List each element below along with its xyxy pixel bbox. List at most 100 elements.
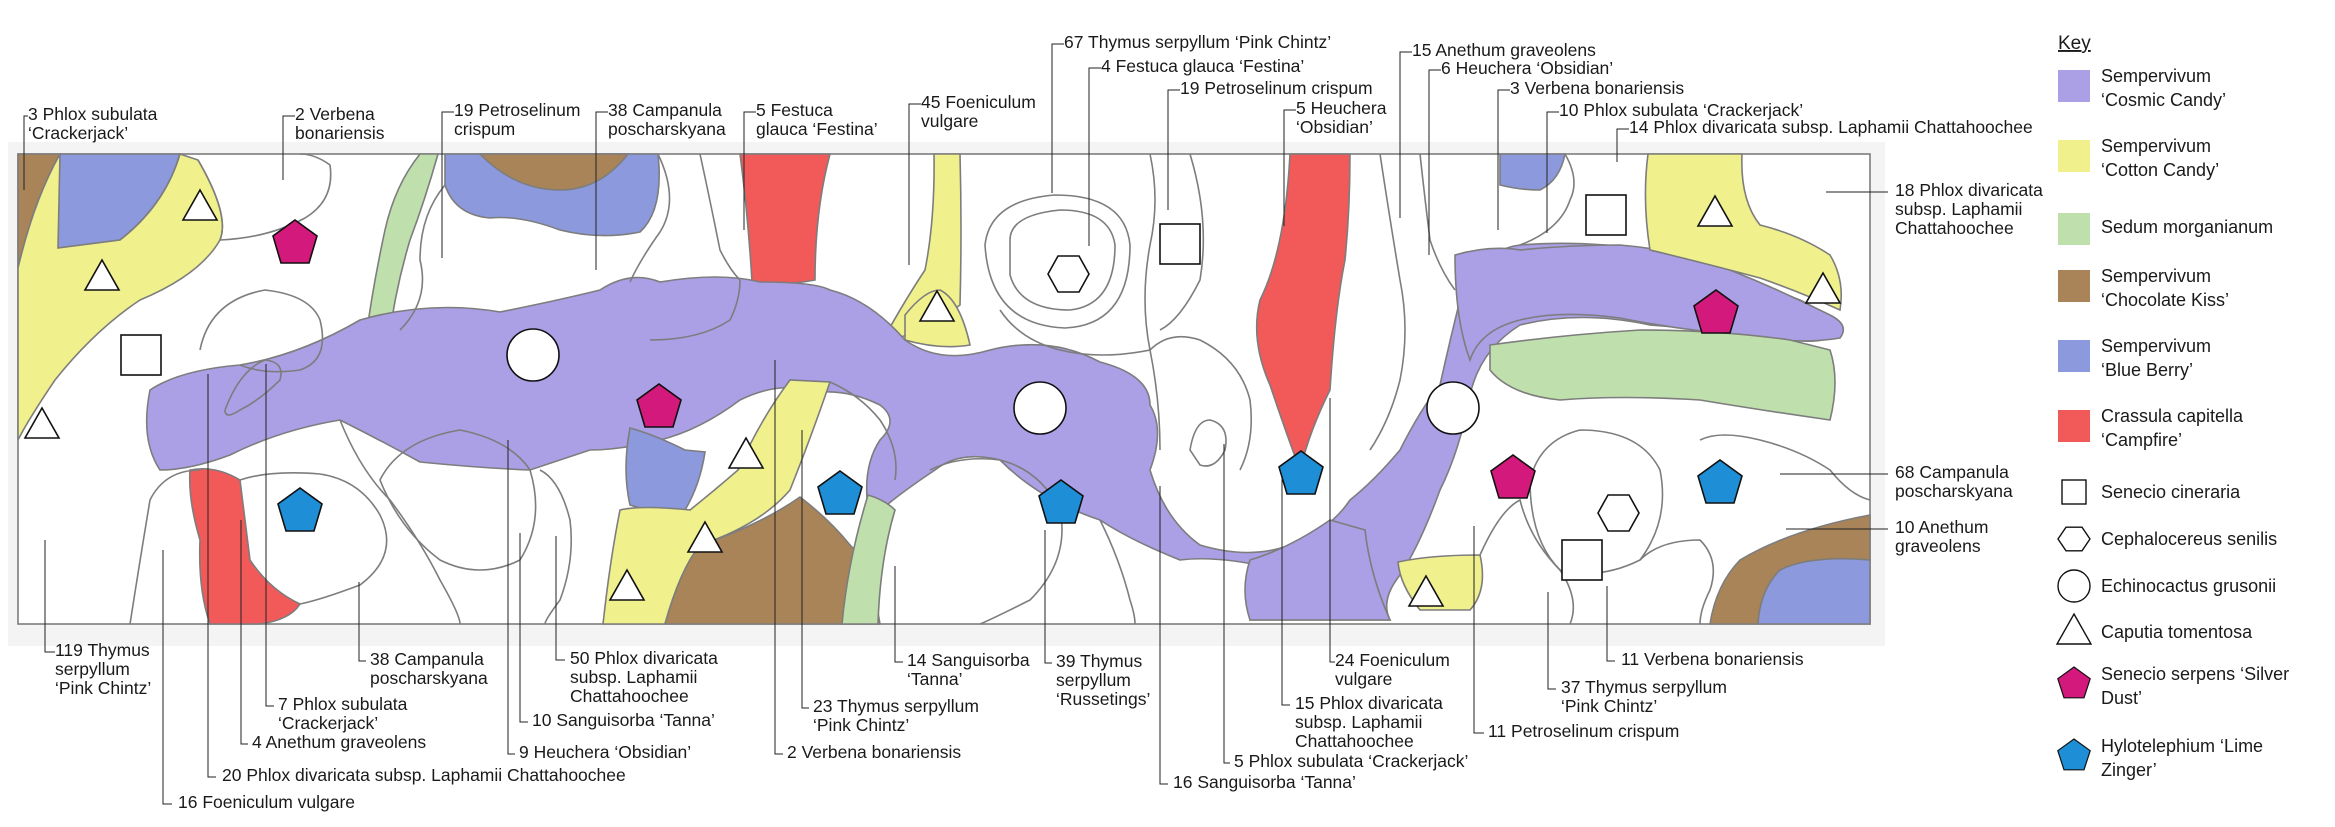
key-label: ‘Cotton Candy’ [2101,160,2219,180]
plant-label: 4 Festuca glauca ‘Festina’ [1101,56,1304,76]
leader-line [519,533,528,723]
key-swatch [2058,70,2090,102]
plant-label: subsp. Laphamii [570,667,697,687]
plant-label: 14 Sanguisorba [907,650,1030,670]
key-triangle-icon [2055,612,2093,645]
leader-line [23,115,28,190]
annotation-bottom: 4 Anethum graveolens [240,520,426,752]
annotation-top: 3 Verbena bonariensis [1497,78,1684,230]
region-outlines [129,153,1871,625]
leader-line [1044,530,1052,664]
plant-label: 3 Phlox subulata [28,104,158,124]
plant-label: 45 Foeniculum [921,92,1036,112]
leader-line [1283,109,1296,226]
plant-label: Chattahoochee [1295,731,1414,751]
outline-centre-ring-blob [984,194,1131,329]
plant-key: Key Sempervivum‘Cosmic Candy’Sempervivum… [2055,33,2289,780]
plant-label: ‘Obsidian’ [1296,117,1373,137]
plant-label: bonariensis [295,123,385,143]
key-label: Senecio cineraria [2101,482,2241,502]
key-label: Dust’ [2101,688,2142,708]
outline-upper-right-1 [1144,153,1161,451]
leader-line [1547,592,1556,690]
leader-line [1088,67,1101,246]
leader-line [44,540,55,653]
outline-upper-centre-curve [399,184,446,331]
plant-label: vulgare [1335,669,1392,689]
plant-label: 68 Campanula [1895,462,2009,482]
key-swatch [2058,213,2090,245]
key-pentagon-icon [2057,666,2091,699]
plant-label: 14 Phlox divaricata subsp. Laphamii Chat… [1629,117,2033,137]
plant-label: 24 Foeniculum [1335,650,1450,670]
plant-label: 11 Petroselinum crispum [1488,721,1679,741]
plant-label: vulgare [921,111,978,131]
leader-line [1399,51,1412,218]
hylotelephium-lime-zinger-pentagon [1697,459,1743,504]
key-swatch [2058,270,2090,302]
caputia-tomentosa-triangle [1407,574,1445,607]
plant-label: 5 Festuca [756,100,833,120]
annotation-bottom: 20 Phlox divaricata subsp. Laphamii Chat… [207,374,626,785]
leader-line [1546,111,1559,233]
key-item: Sedum morganianum [2058,213,2273,245]
annotation-bottom: 23 Thymus serpyllum‘Pink Chintz’ [801,430,979,735]
plant-label: ‘Pink Chintz’ [55,678,151,698]
caputia-tomentosa-triangle [1804,271,1842,304]
key-label: Hylotelephium ‘Lime [2101,736,2263,756]
plant-label: glauca ‘Festina’ [756,119,878,139]
key-label: Echinocactus grusonii [2101,576,2276,596]
plant-label: subsp. Laphamii [1895,199,2022,219]
caputia-tomentosa-triangle [83,258,121,291]
annotation-top: 67 Thymus serpyllum ‘Pink Chintz’ [1051,32,1331,193]
outline-right-divider-2 [1419,153,1456,291]
echinocactus-grusonii-circle [506,328,560,382]
annotation-bottom: 37 Thymus serpyllum‘Pink Chintz’ [1547,592,1727,716]
key-label: Crassula capitella [2101,406,2244,426]
plant-label: 3 Verbena bonariensis [1510,78,1684,98]
leader-line [358,582,366,662]
plant-label: 38 Campanula [370,649,484,669]
leader-line [555,536,565,661]
plant-label: 11 Verbena bonariensis [1621,649,1804,669]
outline-upper-mid-1 [629,153,671,283]
plant-label: 119 Thymus [55,640,150,660]
annotation-bottom: 7 Phlox subulata‘Crackerjack’ [265,364,408,733]
leader-line [1606,586,1615,662]
hylotelephium-lime-zinger-pentagon [1278,450,1324,495]
echinocactus-grusonii-circle [1013,381,1067,435]
region-blue-berry-top-right [1499,153,1566,191]
leader-line [282,115,295,180]
plant-label: poscharskyana [370,668,488,688]
key-label: ‘Cosmic Candy’ [2101,90,2226,110]
plant-label: Chattahoochee [1895,218,2014,238]
key-label: Cephalocereus senilis [2101,529,2277,549]
plant-label: 15 Anethum graveolens [1412,40,1596,60]
plant-label: Chattahoochee [570,686,689,706]
outline-right-edge-blob [1699,434,1871,501]
annotation-top: 6 Heuchera ‘Obsidian’ [1428,58,1613,255]
plant-label: ‘Tanna’ [907,669,962,689]
plant-label: 16 Sanguisorba ‘Tanna’ [1173,772,1356,792]
region-cotton-candy-top-right [1644,153,1843,312]
outline-centre-long-blob [1149,335,1253,471]
outline-right-lower-blob [1479,498,1575,625]
key-label: Caputia tomentosa [2101,622,2253,642]
key-item: Sempervivum‘Chocolate Kiss’ [2058,266,2229,310]
key-label: Sedum morganianum [2101,217,2273,237]
plant-label: graveolens [1895,536,1981,556]
hylotelephium-lime-zinger-pentagon [1038,479,1084,524]
plant-label: 20 Phlox divaricata subsp. Laphamii Chat… [222,765,626,785]
plant-label: 5 Heuchera [1296,98,1387,118]
